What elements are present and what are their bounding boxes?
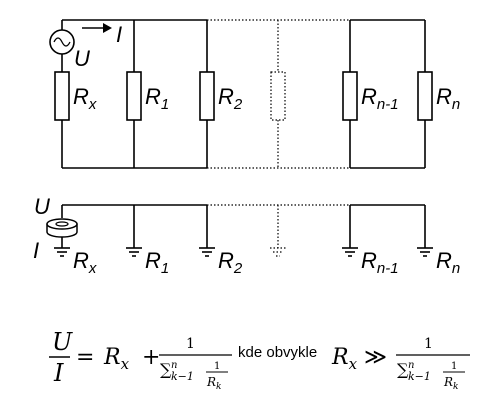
resistor-rx bbox=[54, 71, 70, 121]
resistor-r2 bbox=[199, 71, 215, 121]
ground-label-r2: R2 bbox=[218, 248, 243, 277]
formula-numerator-1: 1 bbox=[186, 336, 195, 352]
formula-u: U bbox=[52, 328, 73, 356]
resistor-r1 bbox=[126, 71, 142, 121]
ground-current-label: I bbox=[33, 238, 39, 263]
current-arrow-icon bbox=[82, 23, 112, 33]
formula-rx: Rx bbox=[103, 345, 130, 373]
ground-icon-rn-1 bbox=[342, 205, 358, 257]
ground-label-r1: R1 bbox=[145, 248, 169, 277]
formula-equals: = bbox=[76, 345, 94, 370]
formula-i: I bbox=[53, 359, 64, 387]
formula-sum-1: ∑ bbox=[160, 360, 172, 379]
grounded-circuit: U I bbox=[33, 194, 460, 277]
resistor-rn-1 bbox=[342, 71, 358, 121]
ground-label-rn: Rn bbox=[436, 248, 460, 277]
formula-sum-lower-1: k−1 bbox=[171, 370, 194, 383]
formula-sum-lower-2: k−1 bbox=[408, 370, 431, 383]
formula-rk-2: Rk bbox=[443, 375, 459, 392]
label-rn-1: Rn-1 bbox=[361, 84, 399, 113]
ground-icon-dotted bbox=[270, 205, 286, 257]
formula-numerator-2: 1 bbox=[424, 336, 433, 352]
ground-icon-rx bbox=[54, 247, 70, 257]
formula: U I = Rx + 1 ∑ n k−1 1 Rk kde obvykle Rx… bbox=[49, 328, 470, 392]
resistor-rn bbox=[417, 71, 433, 121]
formula-middle-text: kde obvykle bbox=[238, 344, 317, 361]
formula-sum-upper-1: n bbox=[171, 360, 177, 371]
current-probe-icon bbox=[46, 218, 78, 238]
label-r2: R2 bbox=[218, 84, 243, 113]
ground-voltage-label: U bbox=[34, 194, 50, 219]
ground-icon-r2 bbox=[199, 205, 215, 257]
ground-label-rn-1: Rn-1 bbox=[361, 248, 399, 277]
voltage-label: U bbox=[74, 46, 90, 71]
formula-inner-one-1: 1 bbox=[214, 361, 220, 372]
formula-plus: + bbox=[142, 345, 160, 370]
formula-sum-2: ∑ bbox=[397, 360, 409, 379]
sine-wave-icon bbox=[53, 37, 71, 47]
ground-icon-rn bbox=[417, 205, 433, 257]
formula-inner-one-2: 1 bbox=[451, 361, 457, 372]
formula-rk-1: Rk bbox=[206, 375, 222, 392]
parallel-circuit: I U Rx R1 R2 Rn-1 Rn bbox=[49, 19, 460, 169]
formula-sum-upper-2: n bbox=[408, 360, 414, 371]
resistor-dotted bbox=[270, 71, 286, 121]
label-r1: R1 bbox=[145, 84, 169, 113]
current-label: I bbox=[116, 22, 122, 47]
label-rn: Rn bbox=[436, 84, 460, 113]
formula-rx-2: Rx bbox=[331, 345, 358, 373]
formula-gg: ≫ bbox=[364, 345, 387, 370]
ground-icon-r1 bbox=[126, 205, 142, 257]
label-rx: Rx bbox=[73, 84, 97, 113]
ground-label-rx: Rx bbox=[73, 248, 97, 277]
